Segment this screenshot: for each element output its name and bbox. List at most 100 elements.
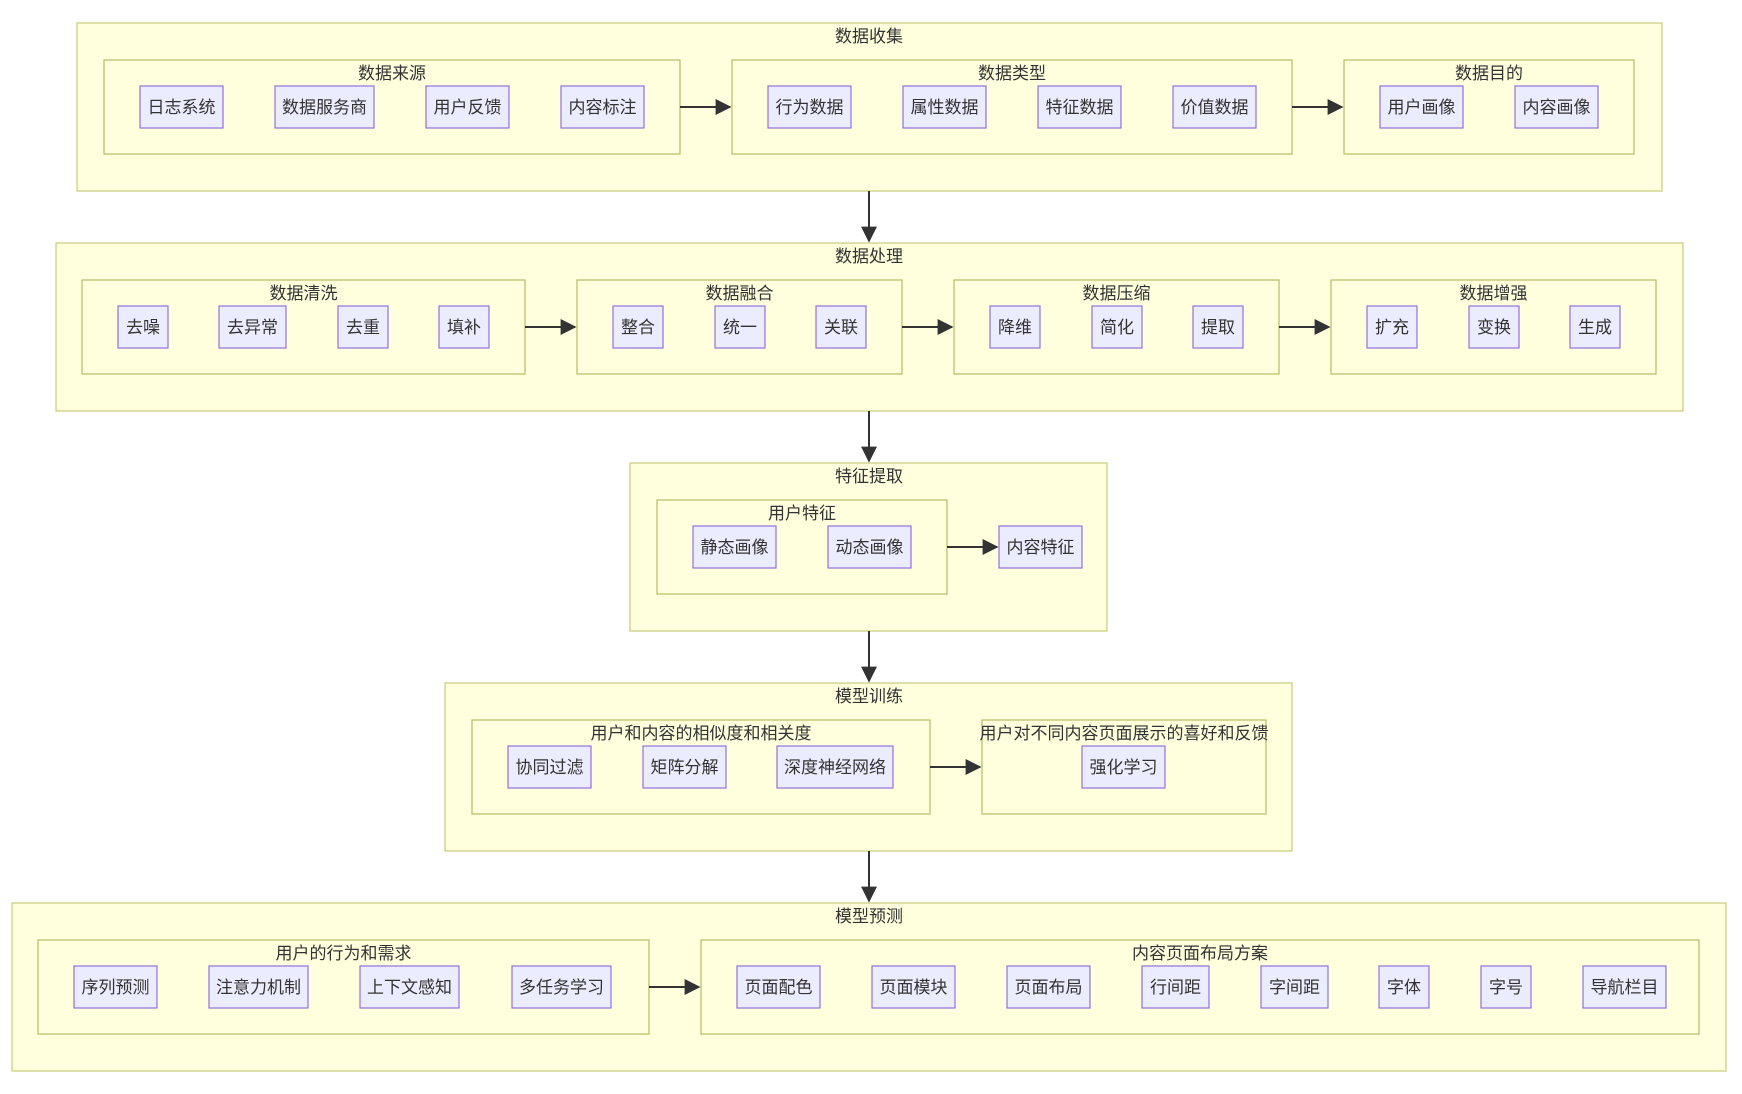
node[interactable]: 内容标注 xyxy=(560,85,645,129)
node-label: 协同过滤 xyxy=(516,758,584,778)
node[interactable]: 字号 xyxy=(1480,965,1532,1009)
node[interactable]: 矩阵分解 xyxy=(642,745,727,789)
node[interactable]: 提取 xyxy=(1192,305,1244,349)
subgraph-title: 用户的行为和需求 xyxy=(276,944,412,964)
node[interactable]: 价值数据 xyxy=(1172,85,1257,129)
node-label: 整合 xyxy=(621,318,655,338)
node[interactable]: 特征数据 xyxy=(1037,85,1122,129)
node[interactable]: 内容画像 xyxy=(1514,85,1599,129)
node[interactable]: 扩充 xyxy=(1366,305,1418,349)
node[interactable]: 深度神经网络 xyxy=(776,745,894,789)
node[interactable]: 降维 xyxy=(989,305,1041,349)
node[interactable]: 统一 xyxy=(714,305,766,349)
stage-data-collection: 数据收集 数据来源 日志系统 数据服务商 用户反馈 内容标注 数据类型 行为数据… xyxy=(76,22,1663,192)
node[interactable]: 去重 xyxy=(337,305,389,349)
node-label: 页面布局 xyxy=(1015,978,1083,998)
node[interactable]: 去异常 xyxy=(218,305,287,349)
node-label: 页面模块 xyxy=(880,978,948,998)
node-label: 动态画像 xyxy=(836,538,904,558)
subgraph-title: 用户特征 xyxy=(768,504,836,524)
node[interactable]: 行为数据 xyxy=(767,85,852,129)
node[interactable]: 字间距 xyxy=(1260,965,1329,1009)
node-label: 字间距 xyxy=(1269,978,1320,998)
subgraph-user-features: 用户特征 静态画像 动态画像 xyxy=(656,499,948,595)
subgraph-title: 用户对不同内容页面展示的喜好和反馈 xyxy=(980,724,1269,744)
node[interactable]: 导航栏目 xyxy=(1582,965,1667,1009)
node[interactable]: 协同过滤 xyxy=(507,745,592,789)
node-label: 字号 xyxy=(1489,978,1523,998)
subgraph-data-compression: 数据压缩 降维 简化 提取 xyxy=(953,279,1280,375)
stage-title: 特征提取 xyxy=(835,467,903,487)
node[interactable]: 页面模块 xyxy=(871,965,956,1009)
node[interactable]: 序列预测 xyxy=(73,965,158,1009)
subgraph-title: 数据清洗 xyxy=(270,284,338,304)
node[interactable]: 关联 xyxy=(815,305,867,349)
node-label: 去噪 xyxy=(126,318,160,338)
node-label: 关联 xyxy=(824,318,858,338)
node-label: 注意力机制 xyxy=(216,978,301,998)
node-label: 变换 xyxy=(1477,318,1511,338)
node[interactable]: 内容特征 xyxy=(998,525,1083,569)
node[interactable]: 注意力机制 xyxy=(208,965,309,1009)
node[interactable]: 动态画像 xyxy=(827,525,912,569)
subgraph-title: 用户和内容的相似度和相关度 xyxy=(591,724,812,744)
node[interactable]: 页面配色 xyxy=(736,965,821,1009)
node-label: 上下文感知 xyxy=(367,978,452,998)
node[interactable]: 数据服务商 xyxy=(274,85,375,129)
node-label: 去重 xyxy=(346,318,380,338)
subgraph-data-purpose: 数据目的 用户画像 内容画像 xyxy=(1343,59,1635,155)
subgraph-title: 数据增强 xyxy=(1460,284,1528,304)
node-label: 字体 xyxy=(1387,978,1421,998)
node[interactable]: 日志系统 xyxy=(139,85,224,129)
stage-data-processing: 数据处理 数据清洗 去噪 去异常 去重 填补 数据融合 整合 统一 关联 数据压… xyxy=(55,242,1684,412)
subgraph-title: 内容页面布局方案 xyxy=(1132,944,1268,964)
node[interactable]: 属性数据 xyxy=(902,85,987,129)
subgraph-preference-feedback: 用户对不同内容页面展示的喜好和反馈 强化学习 xyxy=(980,719,1269,815)
node[interactable]: 静态画像 xyxy=(692,525,777,569)
node-label: 用户画像 xyxy=(1388,98,1456,118)
subgraph-title: 数据目的 xyxy=(1455,64,1523,84)
node[interactable]: 变换 xyxy=(1468,305,1520,349)
subgraph-page-layout-plan: 内容页面布局方案 页面配色 页面模块 页面布局 行间距 字间距 字体 字号 导航… xyxy=(700,939,1700,1035)
node-label: 强化学习 xyxy=(1090,758,1158,778)
node[interactable]: 整合 xyxy=(612,305,664,349)
node[interactable]: 上下文感知 xyxy=(359,965,460,1009)
stage-title: 模型训练 xyxy=(835,687,903,707)
node-label: 日志系统 xyxy=(148,98,216,118)
node-label: 内容画像 xyxy=(1523,98,1591,118)
subgraph-title: 数据融合 xyxy=(706,284,774,304)
subgraph-title: 数据来源 xyxy=(358,64,426,84)
subgraph-title: 数据压缩 xyxy=(1083,284,1151,304)
node[interactable]: 字体 xyxy=(1378,965,1430,1009)
node[interactable]: 用户反馈 xyxy=(425,85,510,129)
node[interactable]: 强化学习 xyxy=(1081,745,1166,789)
subgraph-title: 数据类型 xyxy=(978,64,1046,84)
node-label: 降维 xyxy=(998,318,1032,338)
node-label: 内容标注 xyxy=(569,98,637,118)
node-label: 内容特征 xyxy=(1007,538,1075,558)
node-label: 矩阵分解 xyxy=(651,758,719,778)
node[interactable]: 生成 xyxy=(1569,305,1621,349)
node[interactable]: 行间距 xyxy=(1141,965,1210,1009)
node-label: 属性数据 xyxy=(911,98,979,118)
node-label: 行间距 xyxy=(1150,978,1201,998)
stage-title: 模型预测 xyxy=(835,907,903,927)
node-label: 页面配色 xyxy=(745,978,813,998)
node-label: 简化 xyxy=(1100,318,1134,338)
node[interactable]: 填补 xyxy=(438,305,490,349)
node-label: 扩充 xyxy=(1375,318,1409,338)
node[interactable]: 页面布局 xyxy=(1006,965,1091,1009)
node[interactable]: 简化 xyxy=(1091,305,1143,349)
node-label: 统一 xyxy=(723,318,757,338)
node-label: 行为数据 xyxy=(776,98,844,118)
node-label: 数据服务商 xyxy=(282,98,367,118)
subgraph-similarity-relevance: 用户和内容的相似度和相关度 协同过滤 矩阵分解 深度神经网络 xyxy=(471,719,931,815)
node-label: 提取 xyxy=(1201,318,1235,338)
node[interactable]: 用户画像 xyxy=(1379,85,1464,129)
stage-feature-extraction: 特征提取 用户特征 静态画像 动态画像 内容特征 xyxy=(629,462,1108,632)
node[interactable]: 去噪 xyxy=(117,305,169,349)
node[interactable]: 多任务学习 xyxy=(511,965,612,1009)
node-label: 深度神经网络 xyxy=(784,758,886,778)
node-label: 静态画像 xyxy=(701,538,769,558)
